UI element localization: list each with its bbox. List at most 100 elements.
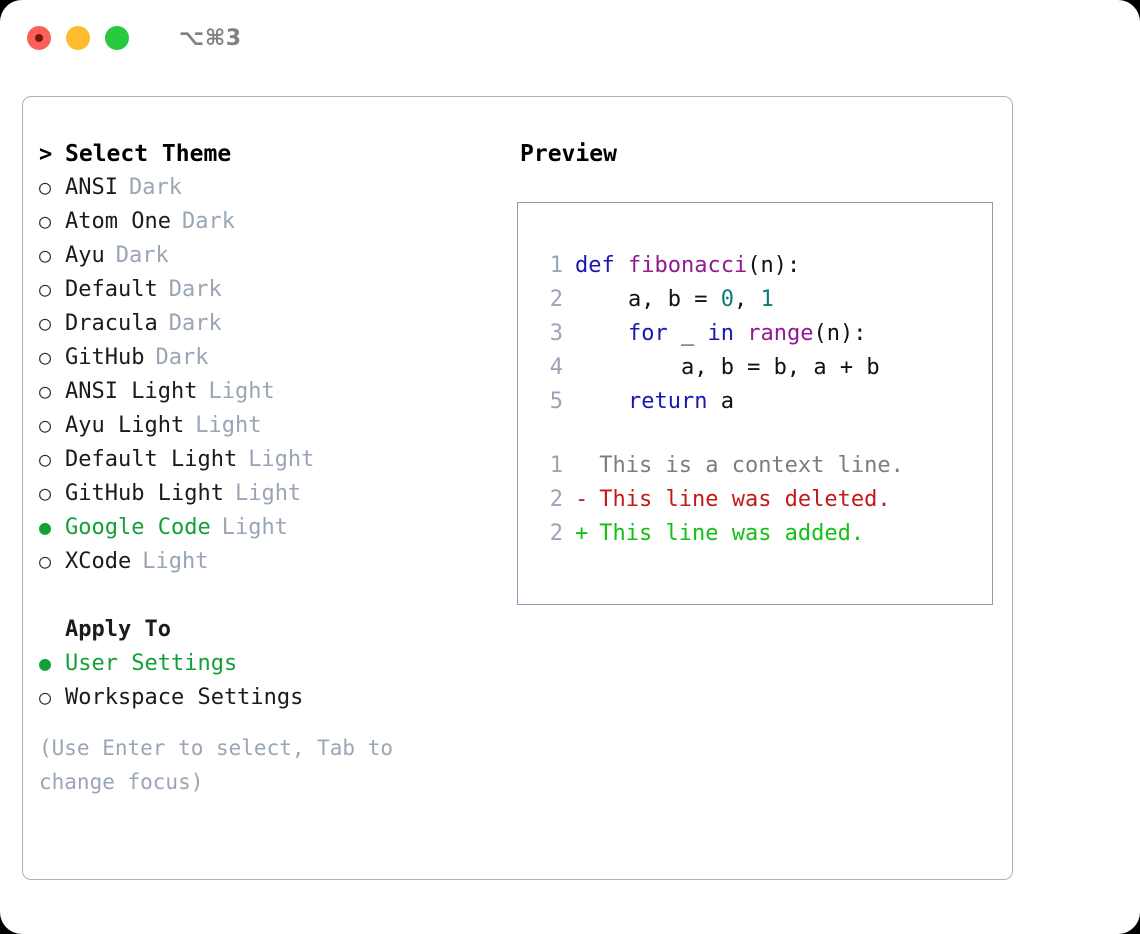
apply-to-header-label: Apply To — [65, 617, 171, 642]
theme-variant-badge: Dark — [115, 243, 169, 268]
theme-name: Atom One — [65, 209, 171, 234]
theme-picker-panel: > Select Theme ○ ANSI Dark ○ Atom One Da… — [22, 96, 1013, 880]
radio-unselected-icon: ○ — [39, 481, 52, 505]
diff-text: This is a context line. — [599, 453, 904, 478]
line-number: 4 — [549, 355, 563, 380]
theme-option-github-light[interactable]: ○ GitHub Light Light — [39, 481, 504, 515]
zoom-button[interactable] — [105, 26, 129, 50]
theme-name: GitHub — [65, 345, 145, 370]
theme-variant-badge: Light — [248, 447, 315, 472]
code-token-keyword: return — [627, 389, 708, 414]
theme-option-dracula-dark[interactable]: ○ Dracula Dark — [39, 311, 504, 345]
theme-variant-badge: Light — [234, 481, 302, 506]
code-line: 4 a, b = b, a + b — [533, 355, 992, 389]
diff-line-deleted: 2 - This line was deleted. — [533, 487, 992, 521]
theme-option-default-dark[interactable]: ○ Default Dark — [39, 277, 504, 311]
traffic-light-buttons — [27, 26, 129, 50]
code-token-keyword: for — [627, 321, 668, 346]
radio-unselected-icon: ○ — [39, 175, 52, 199]
theme-name: XCode — [65, 549, 132, 574]
code-token-plain — [734, 321, 747, 346]
apply-to-option-label: Workspace Settings — [65, 685, 304, 710]
code-token-plain: _ — [667, 321, 708, 346]
preview-column: Preview 1 def fibonacci (n): 2 a, b = 0 … — [504, 141, 1012, 799]
diff-line-context: 1 This is a context line. — [533, 453, 992, 487]
line-number: 5 — [549, 389, 563, 414]
diff-text: This line was added. — [599, 521, 865, 546]
diff-marker: - — [575, 487, 589, 512]
code-diff-separator — [533, 423, 992, 453]
apply-to-header: ○ Apply To — [39, 617, 504, 651]
code-token-plain: (n): — [747, 253, 801, 278]
select-theme-header: > Select Theme — [39, 141, 504, 175]
code-token-plain: a — [707, 389, 734, 414]
theme-option-ansi-dark[interactable]: ○ ANSI Dark — [39, 175, 504, 209]
apply-to-option-workspace-settings[interactable]: ○ Workspace Settings — [39, 685, 504, 719]
apply-to-option-label: User Settings — [65, 651, 238, 676]
code-token-number: 0 — [720, 287, 734, 312]
theme-name: ANSI Light — [65, 379, 198, 404]
theme-variant-badge: Dark — [168, 277, 222, 302]
code-line: 1 def fibonacci (n): — [533, 253, 992, 287]
theme-name: Ayu — [65, 243, 105, 268]
theme-name: Ayu Light — [65, 413, 185, 438]
radio-unselected-icon: ○ — [39, 413, 52, 437]
code-token-function: range — [747, 321, 814, 346]
code-token-number: 1 — [760, 287, 774, 312]
select-theme-header-label: Select Theme — [65, 141, 232, 167]
radio-unselected-icon: ○ — [39, 447, 52, 471]
code-token-function: fibonacci — [627, 253, 748, 278]
theme-variant-badge: Dark — [168, 311, 222, 336]
theme-option-ansi-light[interactable]: ○ ANSI Light Light — [39, 379, 504, 413]
theme-option-default-light[interactable]: ○ Default Light Light — [39, 447, 504, 481]
code-token-plain: a, b = b, a + b — [575, 355, 880, 380]
theme-option-github-dark[interactable]: ○ GitHub Dark — [39, 345, 504, 379]
preview-title: Preview — [520, 141, 617, 167]
radio-unselected-icon: ○ — [39, 277, 52, 301]
radio-unselected-icon: ○ — [39, 243, 52, 267]
apply-to-option-user-settings[interactable]: ● User Settings — [39, 651, 504, 685]
line-number: 2 — [549, 287, 563, 312]
theme-option-ayu-light[interactable]: ○ Ayu Light Light — [39, 413, 504, 447]
code-token-plain: , — [733, 287, 761, 312]
radio-unselected-icon: ○ — [39, 209, 52, 233]
code-line: 3 for _ in range (n): — [533, 321, 992, 355]
code-token-keyword: in — [707, 321, 734, 346]
theme-variant-badge: Dark — [128, 175, 182, 200]
theme-variant-badge: Light — [195, 413, 262, 438]
line-number: 2 — [549, 521, 563, 546]
code-token-plain: (n): — [813, 321, 867, 346]
radio-unselected-icon: ○ — [39, 311, 52, 335]
theme-option-ayu-dark[interactable]: ○ Ayu Dark — [39, 243, 504, 277]
keyboard-shortcut-label: ⌥⌘3 — [179, 25, 242, 51]
theme-variant-badge: Light — [142, 549, 209, 574]
radio-unselected-icon: ○ — [39, 345, 52, 369]
code-line: 2 a, b = 0 , 1 — [533, 287, 992, 321]
line-number: 1 — [549, 453, 563, 478]
minimize-button[interactable] — [66, 26, 90, 50]
theme-name: Google Code — [65, 515, 211, 540]
radio-unselected-icon: ○ — [39, 549, 52, 573]
close-button[interactable] — [27, 26, 51, 50]
code-preview-box: 1 def fibonacci (n): 2 a, b = 0 , 1 3 — [517, 202, 993, 605]
code-token-plain — [575, 389, 628, 414]
diff-marker — [575, 453, 588, 478]
theme-option-atom-one-dark[interactable]: ○ Atom One Dark — [39, 209, 504, 243]
theme-name: GitHub Light — [65, 481, 224, 506]
diff-marker: + — [575, 521, 589, 546]
blank-marker-icon: ○ — [39, 619, 65, 639]
theme-variant-badge: Light — [221, 515, 288, 540]
keyboard-hint-text: (Use Enter to select, Tab to change focu… — [39, 736, 394, 794]
theme-option-xcode-light[interactable]: ○ XCode Light — [39, 549, 504, 583]
title-bar: ⌥⌘3 — [0, 0, 1140, 76]
theme-name: Default — [65, 277, 158, 302]
radio-unselected-icon: ○ — [39, 685, 52, 709]
code-token-plain: a, b = — [575, 287, 721, 312]
diff-line-added: 2 + This line was added. — [533, 521, 992, 555]
theme-name: ANSI — [65, 175, 118, 200]
line-number: 2 — [549, 487, 563, 512]
prompt-caret-icon: > — [39, 142, 53, 167]
theme-variant-badge: Dark — [155, 345, 209, 370]
theme-option-google-code-light[interactable]: ● Google Code Light — [39, 515, 504, 549]
